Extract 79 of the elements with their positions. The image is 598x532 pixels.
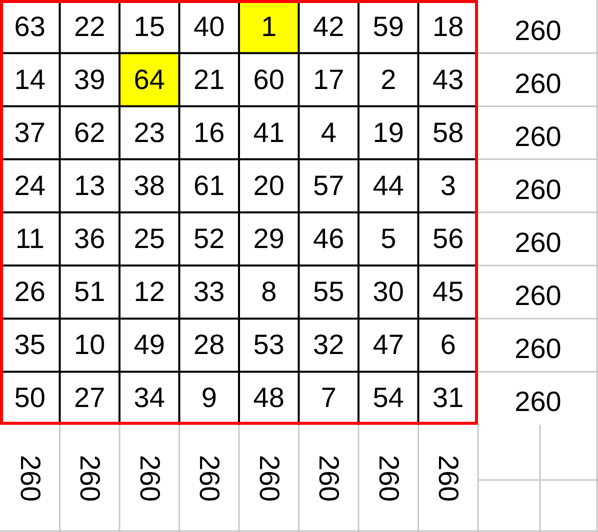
square-number: 29: [252, 222, 286, 256]
square-number: 41: [252, 116, 286, 150]
square-number: 54: [372, 381, 405, 416]
square-number: 44: [372, 168, 405, 203]
square-number: 14: [13, 62, 46, 97]
square-number: 46: [312, 222, 346, 256]
row-sum: 260: [514, 332, 562, 366]
square-number: 16: [192, 116, 226, 150]
column-sum: 260: [74, 454, 107, 504]
square-number: 33: [192, 275, 226, 310]
square-number: 27: [73, 381, 106, 416]
square-number: 3: [439, 168, 457, 203]
square-number: 20: [252, 168, 286, 203]
square-number: 38: [132, 168, 166, 203]
square-number: 58: [432, 116, 465, 150]
square-number: 5: [380, 222, 398, 256]
square-number: 56: [432, 222, 465, 256]
square-number: 61: [192, 168, 226, 203]
square-number: 4: [320, 116, 338, 150]
column-sum: 260: [252, 454, 286, 504]
square-number: 42: [312, 10, 346, 44]
square-number: 60: [252, 62, 286, 97]
square-number: 21: [192, 62, 226, 97]
row-sum: 260: [514, 172, 562, 207]
square-number: 10: [73, 328, 106, 362]
square-number: 8: [260, 275, 278, 310]
row-sum: 260: [514, 120, 562, 154]
square-number: 15: [132, 10, 166, 44]
square-number: 6: [439, 328, 457, 362]
square-number: 53: [252, 328, 286, 362]
column-sum: 260: [312, 454, 346, 504]
square-number: 26: [13, 275, 46, 310]
row-sum: 260: [514, 279, 562, 314]
square-number: 12: [132, 275, 166, 310]
row-sum: 260: [514, 14, 562, 48]
square-number: 2: [380, 62, 398, 97]
highlighted-number: 64: [120, 53, 180, 106]
square-number: 36: [73, 222, 106, 256]
square-number: 52: [192, 222, 226, 256]
column-sum: 260: [432, 454, 466, 504]
square-number: 28: [192, 328, 226, 362]
square-number: 18: [432, 10, 465, 44]
square-number: 31: [432, 381, 465, 416]
row-sum: 260: [514, 66, 562, 101]
square-number: 7: [320, 381, 338, 416]
square-number: 24: [13, 168, 46, 203]
square-number: 25: [132, 222, 166, 256]
column-sum: 260: [193, 454, 226, 504]
square-number: 32: [312, 328, 346, 362]
square-number: 43: [432, 62, 465, 97]
row-sum: 260: [514, 385, 562, 420]
square-number: 22: [73, 10, 106, 44]
square-number: 9: [200, 381, 218, 416]
square-number: 51: [73, 275, 106, 310]
square-number: 55: [312, 275, 346, 310]
square-number: 17: [312, 62, 346, 97]
square-number: 62: [73, 116, 106, 150]
square-number: 35: [13, 328, 46, 362]
square-number: 40: [192, 10, 226, 44]
square-number: 39: [73, 62, 106, 97]
square-number: 11: [14, 222, 46, 256]
square-number: 23: [132, 116, 166, 150]
square-number: 13: [73, 168, 106, 203]
square-number: 59: [372, 10, 405, 44]
row-sum: 260: [514, 226, 562, 260]
square-number: 50: [13, 381, 46, 416]
square-number: 30: [372, 275, 405, 310]
square-number: 48: [252, 381, 286, 416]
square-number: 49: [132, 328, 166, 362]
square-number: 57: [312, 168, 346, 203]
column-sum: 260: [14, 454, 47, 504]
square-number: 34: [132, 381, 166, 416]
square-number: 19: [372, 116, 405, 150]
square-number: 37: [13, 116, 46, 150]
column-sum: 260: [133, 454, 166, 504]
square-number: 45: [432, 275, 465, 310]
square-number: 63: [13, 10, 46, 44]
column-sum: 260: [372, 454, 406, 504]
square-number: 47: [372, 328, 405, 362]
